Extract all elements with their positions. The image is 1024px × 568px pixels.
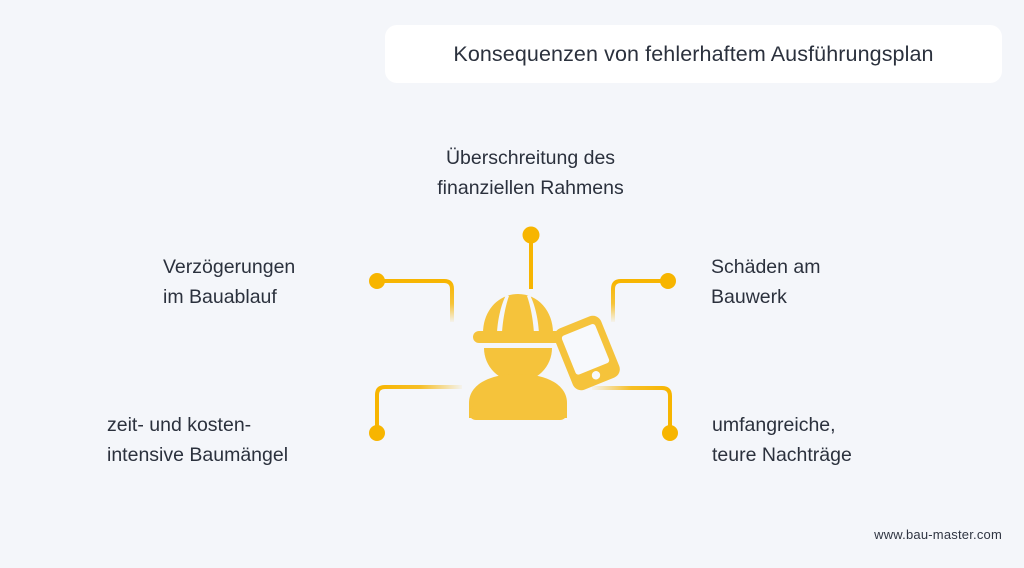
worker-body-base bbox=[469, 406, 567, 420]
hard-hat-ridge-right bbox=[527, 295, 539, 333]
callout-label-top: Überschreitung des finanziellen Rahmens bbox=[437, 147, 624, 199]
tablet-screen bbox=[561, 323, 610, 375]
callout-label-right-upper: Schäden am Bauwerk bbox=[711, 256, 821, 308]
connector-left-lower-path bbox=[375, 385, 462, 426]
tablet-icon bbox=[554, 315, 620, 391]
construction-worker-with-tablet-icon bbox=[469, 294, 620, 420]
connector-right-lower-dot bbox=[662, 425, 678, 441]
hard-hat-dome-icon bbox=[483, 294, 553, 333]
hard-hat-brim-icon bbox=[473, 331, 563, 343]
connector-left-upper-path bbox=[384, 279, 454, 322]
hard-hat-gap bbox=[477, 343, 559, 348]
callout-label-left-upper: Verzögerungen im Bauablauf bbox=[163, 256, 296, 308]
worker-figure bbox=[469, 294, 567, 420]
callout-label-left-lower: zeit- und kosten- intensive Baumängel bbox=[107, 414, 289, 466]
connector-top-dot bbox=[522, 226, 540, 244]
connector-left-lower-dot bbox=[369, 425, 385, 441]
callout-label-right-lower: umfangreiche, teure Nachträge bbox=[712, 414, 852, 466]
connector-left-upper bbox=[369, 273, 454, 322]
tablet-home-button bbox=[591, 371, 601, 380]
footer-website-url: www.bau-master.com bbox=[874, 527, 1002, 542]
hard-hat-ridge-left bbox=[497, 295, 509, 333]
connector-left-lower bbox=[369, 385, 462, 441]
connector-right-upper bbox=[611, 273, 676, 322]
connector-right-upper-dot bbox=[660, 273, 676, 289]
title-card: Konsequenzen von fehlerhaftem Ausführung… bbox=[385, 25, 1002, 83]
connector-right-upper-path bbox=[611, 279, 661, 322]
worker-face-icon bbox=[484, 348, 552, 382]
page-title: Konsequenzen von fehlerhaftem Ausführung… bbox=[453, 41, 934, 66]
